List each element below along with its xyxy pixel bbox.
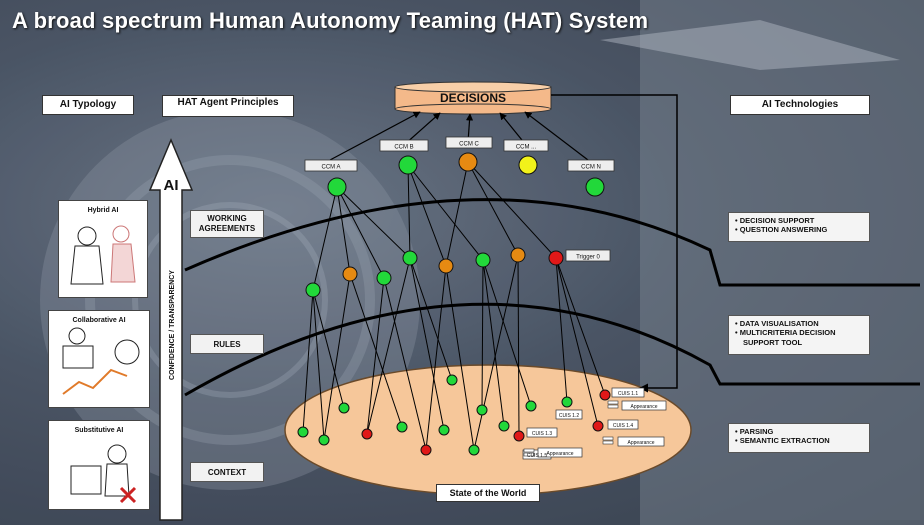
mid-node	[475, 252, 491, 268]
cuis-label: CUIS 1.5	[527, 453, 548, 459]
bottom-node	[396, 421, 408, 433]
confidence-transparency-label: CONFIDENCE / TRANSPARENCY	[169, 270, 176, 380]
ai-typology-header: AI Typology	[42, 95, 134, 115]
mid-node	[342, 266, 358, 282]
collaborative-ai-panel: Collaborative AI	[48, 310, 150, 408]
mid-node	[438, 258, 454, 274]
ccm-to-decisions-arrows	[329, 111, 589, 161]
substitutive-ai-caption: Substitutive AI	[74, 427, 124, 434]
tech-item: • PARSING	[735, 427, 774, 436]
cuis-label: CUIS 1.2	[559, 413, 580, 419]
collaborative-ai-illustration	[62, 327, 140, 395]
ccm-a-node	[327, 177, 347, 197]
decisions-label: DECISIONS	[440, 91, 506, 105]
mid-node	[376, 270, 392, 286]
bottom-node	[468, 444, 480, 456]
middle-curve	[184, 302, 920, 397]
ccm-dots-node	[518, 155, 538, 175]
tech-item: • SEMANTIC EXTRACTION	[735, 436, 830, 446]
bottom-node	[498, 420, 510, 432]
bottom-node	[318, 434, 330, 446]
mid-node	[510, 247, 526, 263]
context-box: CONTEXT	[190, 462, 264, 482]
tech-box-parsing: • PARSING • SEMANTIC EXTRACTION	[728, 423, 870, 453]
ccm-b-node	[398, 155, 418, 175]
ai-arrow-label: AI	[164, 177, 179, 194]
tech-item: • MULTICRITERIA DECISION	[735, 328, 836, 338]
bottom-node	[297, 426, 309, 438]
bottom-node	[420, 444, 432, 456]
tech-box-decision: • DECISION SUPPORT • QUESTION ANSWERING	[728, 212, 870, 242]
appearance-label: Appearance	[628, 440, 655, 446]
tech-box-visualisation: • DATA VISUALISATION • MULTICRITERIA DEC…	[728, 315, 870, 355]
state-of-world-label: State of the World	[436, 484, 540, 502]
collaborative-ai-caption: Collaborative AI	[72, 317, 126, 324]
bottom-node	[561, 396, 573, 408]
bottom-node	[338, 402, 350, 414]
bottom-node	[446, 374, 458, 386]
bottom-node	[476, 404, 488, 416]
mid-node	[305, 282, 321, 298]
hybrid-ai-caption: Hybrid AI	[87, 207, 119, 214]
bottom-node	[599, 389, 611, 401]
cuis-label: CUIS 1.1	[618, 391, 639, 397]
tech-item: SUPPORT TOOL	[743, 337, 803, 347]
bottom-node	[438, 424, 450, 436]
ccm-n-label: CCM N	[581, 165, 601, 171]
ccm-n-node	[585, 177, 605, 197]
substitutive-ai-illustration	[70, 444, 137, 504]
ai-technologies-header: AI Technologies	[730, 95, 870, 115]
state-of-world-ellipse	[284, 364, 692, 496]
ccm-label-boxes	[304, 136, 615, 172]
cuis-label: CUIS 1.4	[613, 423, 634, 429]
bottom-node	[513, 430, 525, 442]
mid-node	[402, 250, 418, 266]
tech-item: • DECISION SUPPORT	[735, 216, 815, 225]
rules-box: RULES	[190, 334, 264, 354]
tech-item: • DATA VISUALISATION	[735, 319, 819, 328]
working-agreements-label: WORKING AGREEMENTS	[198, 214, 256, 233]
tech-item: • QUESTION ANSWERING	[735, 225, 828, 235]
ccm-dots-label: CCM ...	[516, 145, 537, 151]
trigger-label: Trigger 0	[576, 255, 600, 261]
hybrid-ai-panel: Hybrid AI	[58, 200, 148, 298]
ai-arrow-shape	[148, 138, 194, 521]
network-edges	[302, 161, 606, 451]
ccm-c-node	[458, 152, 478, 172]
ccm-a-label: CCM A	[321, 165, 340, 171]
bottom-node	[525, 400, 537, 412]
working-agreements-box: WORKING AGREEMENTS	[190, 210, 264, 238]
hat-agent-principles-header: HAT Agent Principles	[162, 95, 294, 117]
ccm-c-label: CCM C	[459, 142, 479, 148]
bottom-node	[361, 428, 373, 440]
cuis-label: CUIS 1.3	[532, 431, 553, 437]
hybrid-ai-illustration	[70, 225, 136, 285]
trigger-node	[548, 250, 564, 266]
appearance-label: Appearance	[631, 404, 658, 410]
substitutive-ai-panel: Substitutive AI	[48, 420, 150, 510]
ccm-b-label: CCM B	[394, 145, 413, 151]
bottom-node	[592, 420, 604, 432]
diagram-title: A broad spectrum Human Autonomy Teaming …	[12, 8, 649, 33]
appearance-label: Appearance	[547, 451, 574, 457]
